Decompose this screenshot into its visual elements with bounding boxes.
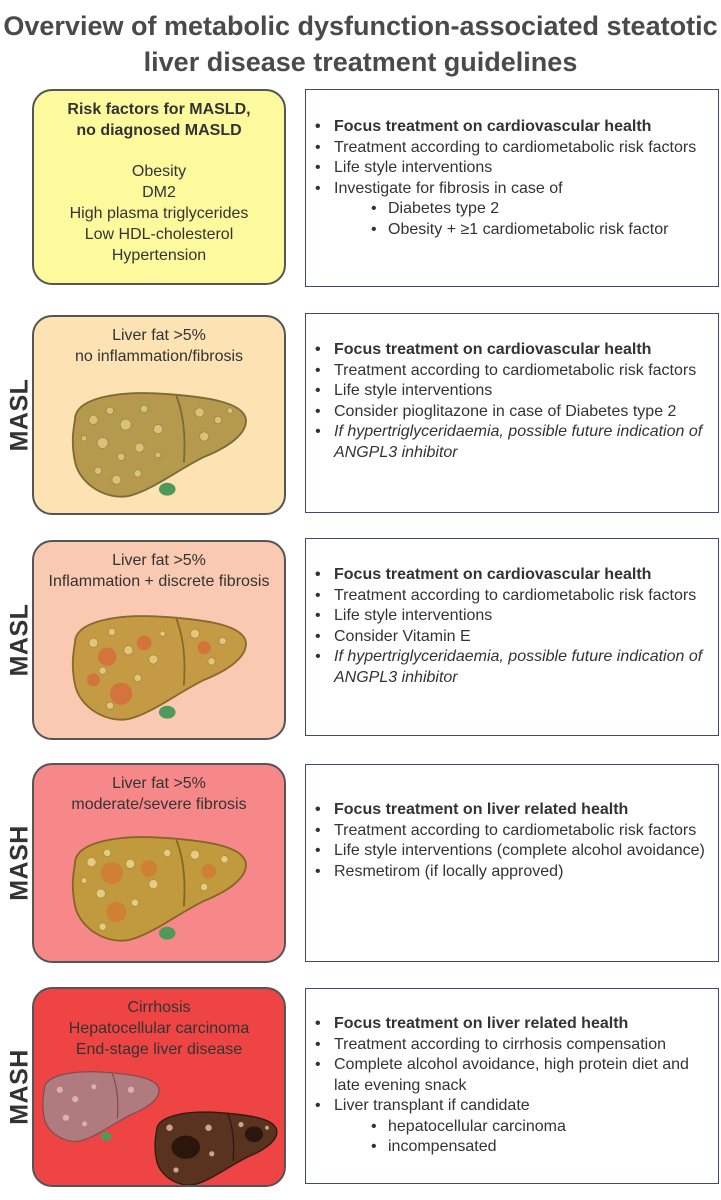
- treatment-subitem: Obesity + ≥1 cardiometabolic risk factor: [306, 220, 718, 241]
- treatment-item: Consider pioglitazone in case of Diabete…: [306, 402, 718, 423]
- stage-mash-cirrhosis-box: Cirrhosis Hepatocellular carcinoma End-s…: [32, 987, 286, 1187]
- treatment-item: If hypertriglyceridaemia, possible futur…: [306, 647, 718, 688]
- treatment-box-risk-factors: Focus treatment on cardiovascular health…: [305, 89, 719, 287]
- treatment-item: Consider Vitamin E: [306, 627, 718, 648]
- treatment-item: Life style interventions (complete alcoh…: [306, 841, 718, 862]
- treatment-box-mash-2: Focus treatment on liver related health …: [305, 988, 719, 1184]
- stage-description-line: Liver fat >5%: [112, 327, 206, 344]
- risk-factor-item: High plasma triglycerides: [69, 205, 249, 222]
- cirrhotic-liver-icon: [42, 1071, 278, 1185]
- risk-factor-list: Obesity DM2 High plasma triglycerides Lo…: [34, 161, 284, 266]
- title-line-2: liver disease treatment guidelines: [143, 47, 578, 77]
- stage-description-line: Liver fat >5%: [112, 552, 206, 569]
- risk-factor-item: DM2: [142, 184, 176, 201]
- treatment-item: Life style interventions: [306, 381, 718, 402]
- treatment-item: Focus treatment on cardiovascular health: [306, 340, 718, 361]
- treatment-item: Resmetirom (if locally approved): [306, 862, 718, 883]
- treatment-box-mash-1: Focus treatment on liver related health …: [305, 764, 719, 962]
- fibrotic-liver-icon: [71, 836, 247, 942]
- risk-factor-item: Hypertension: [111, 247, 207, 264]
- stage-description-line: Hepatocellular carcinoma: [68, 1020, 250, 1037]
- title-line-1: Overview of metabolic dysfunction-associ…: [3, 11, 718, 41]
- treatment-item: Treatment according to cirrhosis compens…: [306, 1035, 718, 1056]
- treatment-item: Focus treatment on cardiovascular health: [306, 565, 718, 586]
- stage-description-line: no inflammation/fibrosis: [74, 348, 244, 365]
- stage-description-line: moderate/severe fibrosis: [71, 796, 247, 813]
- treatment-subitem: Diabetes type 2: [306, 199, 718, 220]
- treatment-box-masl-1: Focus treatment on cardiovascular health…: [305, 313, 719, 513]
- steatotic-liver-icon: [71, 392, 247, 498]
- treatment-item: Treatment according to cardiometabolic r…: [306, 361, 718, 382]
- stage-mash-fibrosis-box: Liver fat >5% moderate/severe fibrosis: [32, 763, 286, 963]
- treatment-item: Treatment according to cardiometabolic r…: [306, 586, 718, 607]
- risk-factor-item: Low HDL-cholesterol: [84, 226, 234, 243]
- stage-masl-steatosis-box: Liver fat >5% no inflammation/fibrosis: [32, 315, 286, 515]
- stage-description-line: Inflammation + discrete fibrosis: [48, 573, 270, 590]
- risk-heading-line-1: Risk factors for MASLD,: [67, 101, 251, 118]
- treatment-item: Life style interventions: [306, 606, 718, 627]
- treatment-subitem: hepatocellular carcinoma: [306, 1117, 718, 1138]
- diagram-title: Overview of metabolic dysfunction-associ…: [0, 8, 721, 80]
- stage-description-line: End-stage liver disease: [75, 1041, 243, 1058]
- treatment-item: Life style interventions: [306, 158, 718, 179]
- treatment-item: If hypertriglyceridaemia, possible futur…: [306, 422, 718, 463]
- treatment-subitem: incompensated: [306, 1137, 718, 1158]
- stage-masl-inflammation-box: Liver fat >5% Inflammation + discrete fi…: [32, 540, 286, 740]
- treatment-item: Liver transplant if candidate: [306, 1096, 718, 1117]
- stage-risk-factors-box: Risk factors for MASLD, no diagnosed MAS…: [32, 89, 286, 285]
- treatment-item: Focus treatment on cardiovascular health: [306, 117, 718, 138]
- stage-description-line: Liver fat >5%: [112, 775, 206, 792]
- treatment-item: Investigate for fibrosis in case of: [306, 179, 718, 200]
- treatment-box-masl-2: Focus treatment on cardiovascular health…: [305, 538, 719, 736]
- treatment-item: Complete alcohol avoidance, high protein…: [306, 1055, 718, 1096]
- risk-factor-item: Obesity: [131, 163, 187, 180]
- stage-description-line: Cirrhosis: [127, 999, 191, 1016]
- treatment-item: Treatment according to cardiometabolic r…: [306, 821, 718, 842]
- risk-heading-line-2: no diagnosed MASLD: [76, 122, 242, 139]
- inflamed-liver-icon: [71, 615, 247, 721]
- treatment-item: Focus treatment on liver related health: [306, 1014, 718, 1035]
- treatment-item: Treatment according to cardiometabolic r…: [306, 138, 718, 159]
- treatment-item: Focus treatment on liver related health: [306, 800, 718, 821]
